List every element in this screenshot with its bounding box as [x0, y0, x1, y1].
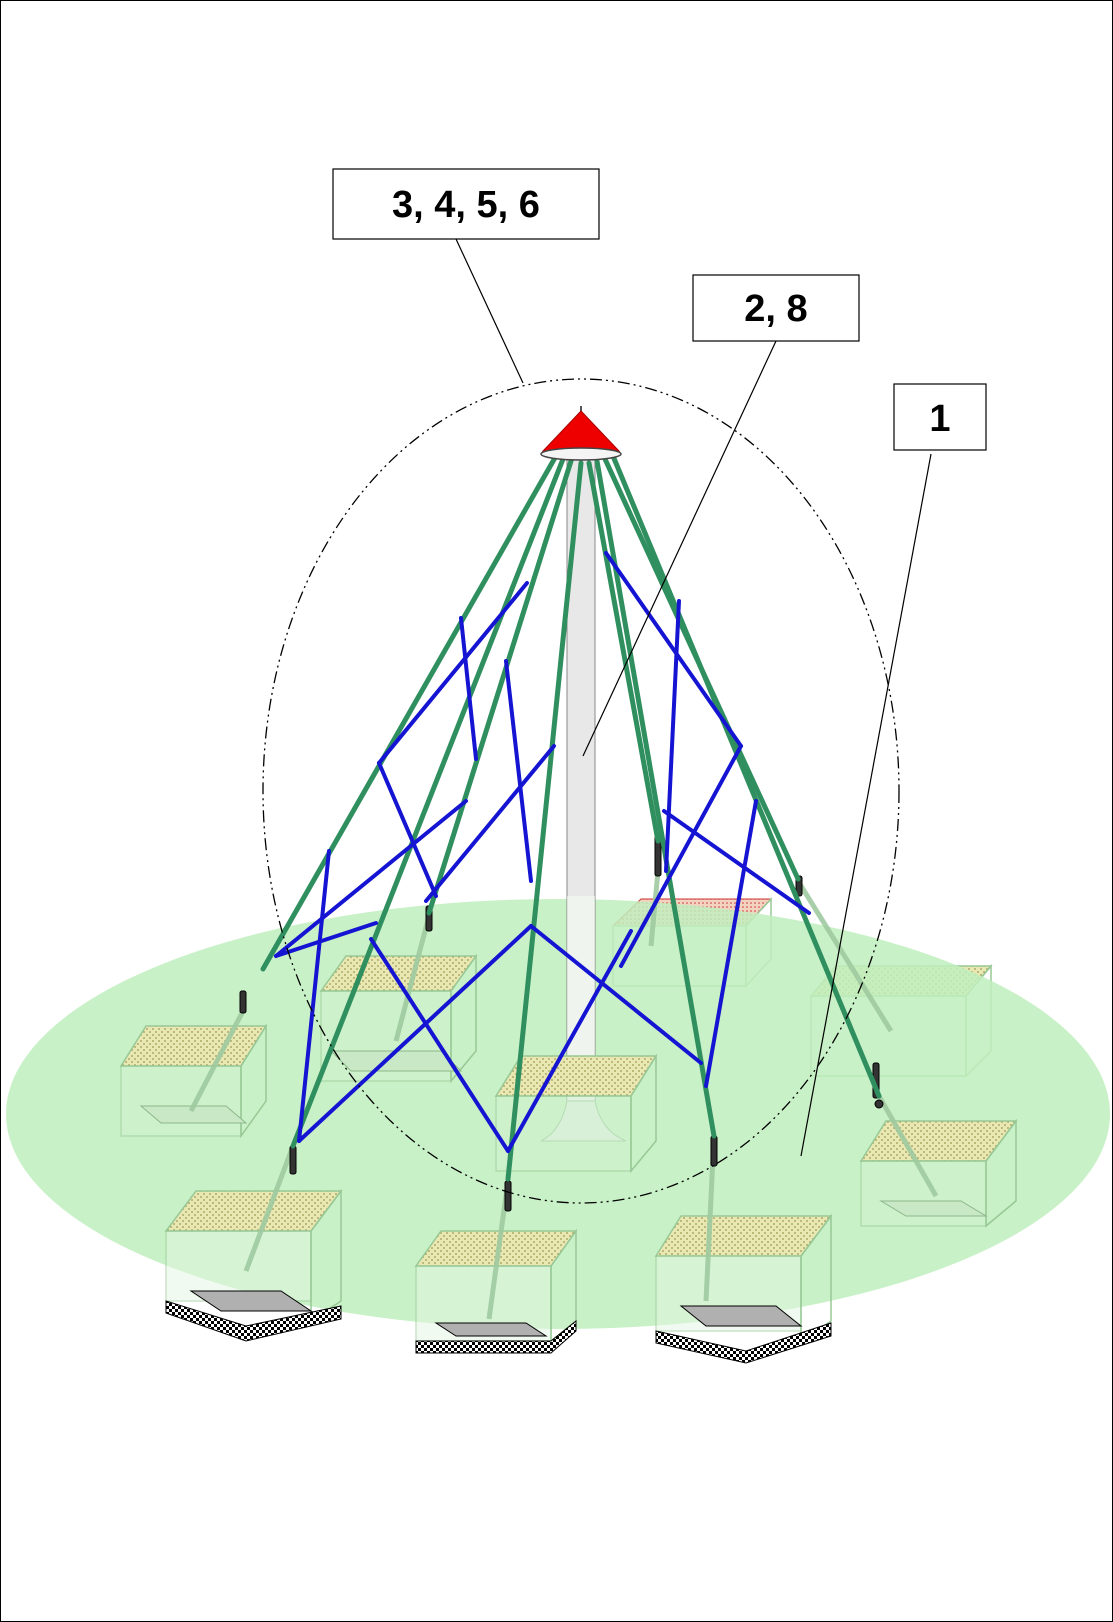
- leader-lines: [455, 238, 932, 1157]
- anchor-box-front-center: [414, 1228, 578, 1354]
- apex-cap: [540, 406, 622, 461]
- blue-braces: [274, 551, 811, 1153]
- anchor-box-front-left: [164, 1188, 343, 1342]
- green-stays: [260, 453, 882, 1182]
- callout-rigging: 3, 4, 5, 6: [332, 168, 600, 240]
- assembly-outline: [262, 378, 900, 1204]
- callout-base: 1: [893, 383, 987, 451]
- anchor-box-center: [494, 1053, 658, 1174]
- callout-mast: 2, 8: [692, 274, 860, 342]
- callout-base-text: 1: [929, 398, 950, 440]
- callout-mast-text: 2, 8: [744, 288, 807, 330]
- anchor-box-front-right: [654, 1213, 833, 1364]
- callout-rigging-text: 3, 4, 5, 6: [392, 184, 540, 226]
